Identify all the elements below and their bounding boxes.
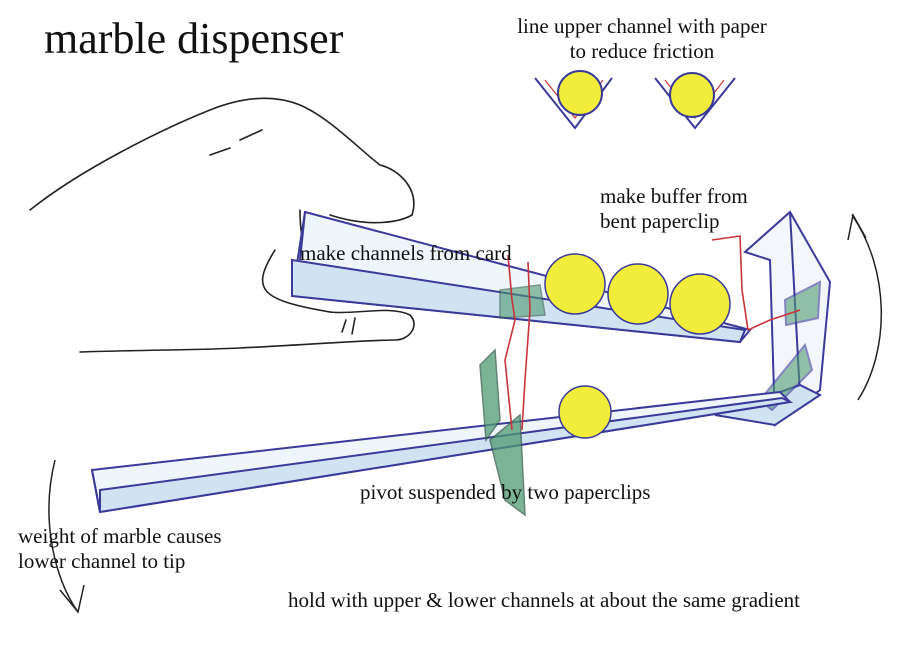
buffer-line1: make buffer from [600,184,748,208]
paperclips [504,235,801,431]
marble [607,263,669,325]
weight-label: weight of marble causes lower channel to… [18,524,222,574]
hand-drawing [29,97,415,353]
buffer-line2: bent paperclip [600,209,720,233]
v-channel-diagrams [534,70,736,130]
weight-line1: weight of marble causes [18,524,222,548]
upper-marbles [544,253,731,335]
hold-label: hold with upper & lower channels at abou… [288,588,801,612]
marble [544,253,606,315]
lower-channel [90,390,794,514]
weight-line2: lower channel to tip [18,549,186,573]
channels-label: make channels from card [300,241,512,265]
marble [669,273,731,335]
paper-tip-line2: to reduce friction [569,39,715,63]
buffer-label: make buffer from bent paperclip [600,184,748,234]
paper-tip-label: line upper channel with paper to reduce … [492,14,792,64]
page-title: marble dispenser [44,14,344,63]
paper-tip-line1: line upper channel with paper [517,14,767,38]
tip-arrow-left [48,459,85,614]
end-box [714,210,832,427]
pivot-label: pivot suspended by two paperclips [360,480,651,504]
lower-marble [558,385,612,439]
pivot-cards [479,284,546,517]
tilt-arrow-right [847,212,883,401]
